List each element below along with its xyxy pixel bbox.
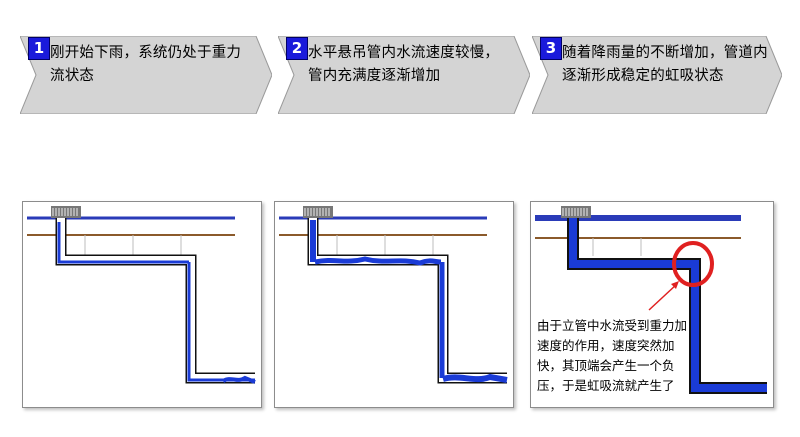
arrow-icon xyxy=(648,281,679,311)
chevron-shape-2 xyxy=(278,36,530,114)
diagram-panel-1 xyxy=(22,201,262,408)
pipe-diagram-3 xyxy=(535,206,767,394)
step-1-chevron: 1 刚开始下雨，系统仍处于重力流状态 xyxy=(20,36,272,114)
step-3-number: 3 xyxy=(540,37,562,60)
step-3-chevron: 3 随着降雨量的不断增加，管道内逐渐形成稳定的虹吸状态 xyxy=(532,36,782,114)
pipe-diagram-1 xyxy=(27,206,256,384)
roof-drain-icon xyxy=(561,206,591,218)
step-1-text: 刚开始下雨，系统仍处于重力流状态 xyxy=(50,45,242,84)
step-1-number: 1 xyxy=(28,37,50,60)
chevron-shape-3 xyxy=(532,36,782,114)
diagram-panel-3: 由于立管中水流受到重力加速度的作用，速度突然加快，其顶端会产生一个负压，于是虹吸… xyxy=(530,201,774,408)
roof-drain-icon xyxy=(303,206,333,218)
step-2-number: 2 xyxy=(286,37,308,60)
roof-drain-icon xyxy=(51,206,81,218)
circle-highlight-icon xyxy=(672,241,714,287)
chevron-shape-1 xyxy=(20,36,272,114)
siphon-annotation: 由于立管中水流受到重力加速度的作用，速度突然加快，其顶端会产生一个负压，于是虹吸… xyxy=(537,318,688,393)
pipe-diagram-2 xyxy=(279,206,508,384)
diagram-panel-2 xyxy=(274,201,514,408)
step-3-text: 随着降雨量的不断增加，管道内逐渐形成稳定的虹吸状态 xyxy=(562,45,768,84)
step-2-text: 水平悬吊管内水流速度较慢，管内充满度逐渐增加 xyxy=(308,45,500,84)
step-2-chevron: 2 水平悬吊管内水流速度较慢，管内充满度逐渐增加 xyxy=(278,36,530,114)
